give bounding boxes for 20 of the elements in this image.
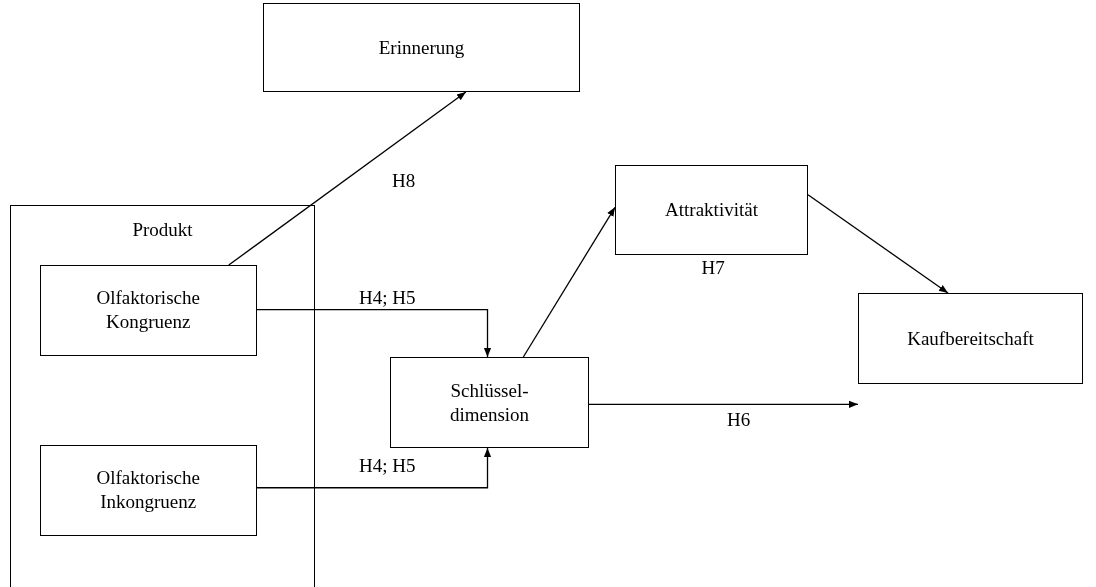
- construct-label: Olfaktorische Inkongruenz: [95, 466, 201, 514]
- construct-box: [39, 264, 257, 356]
- construct-label: Kaufbereitschaft: [907, 326, 1034, 351]
- construct-box: [39, 444, 257, 536]
- construct-box: [263, 3, 580, 92]
- construct-label: Olfaktorische Kongruenz: [95, 286, 201, 334]
- arrow: [807, 194, 949, 294]
- construct-box: [858, 293, 1083, 384]
- arrow: [256, 308, 492, 358]
- arrow: [522, 206, 616, 358]
- arrow: [588, 400, 859, 408]
- construct-box: [390, 357, 589, 448]
- group-heading: Produkt: [132, 218, 193, 242]
- construct-label: Schlüssel-dimension: [448, 378, 531, 427]
- group-box: [10, 205, 315, 587]
- construct-label: Erinnerung: [378, 35, 465, 60]
- arrow: [228, 91, 467, 266]
- arrow: [256, 447, 492, 489]
- construct-label: Attraktivität: [665, 198, 758, 222]
- construct-box: [615, 165, 808, 255]
